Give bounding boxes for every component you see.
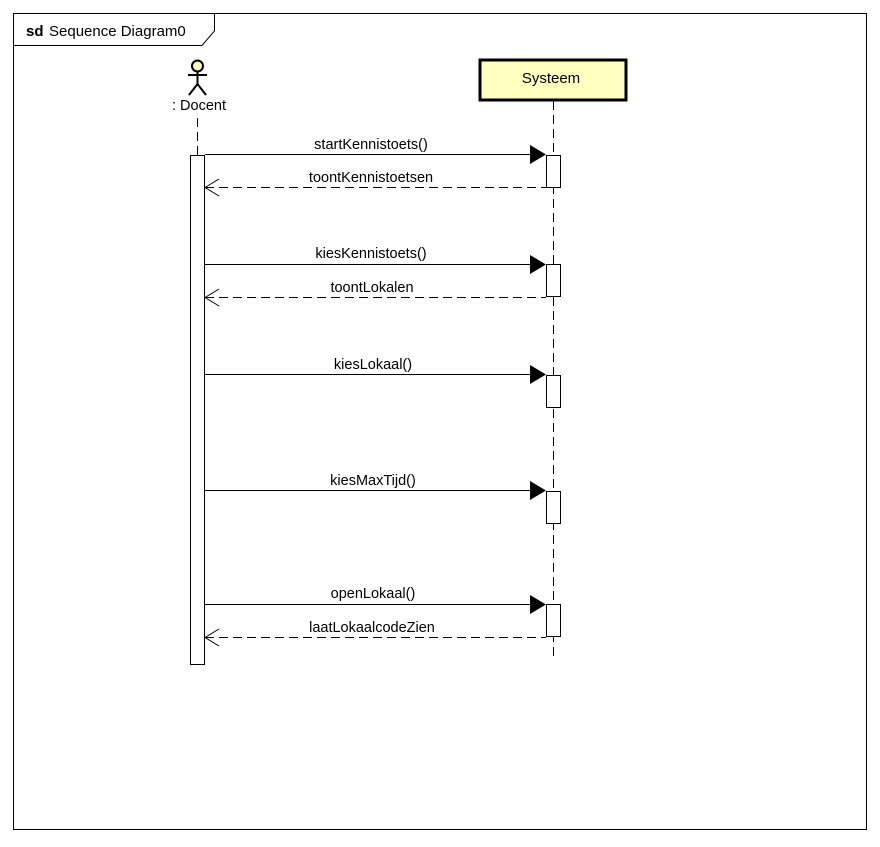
message-label: toontLokalen — [330, 280, 413, 296]
arrowhead-filled-icon — [530, 365, 546, 384]
arrowhead-open-icon — [204, 628, 220, 647]
actor-activation-bar — [190, 155, 205, 665]
message-label: kiesMaxTijd() — [330, 473, 416, 489]
stick-figure-icon — [188, 59, 207, 96]
participant-activation-bar — [546, 491, 561, 524]
message-label: laatLokaalcodeZien — [309, 620, 435, 636]
message-return: toontLokalen — [204, 280, 546, 307]
message-call: openLokaal() — [205, 586, 546, 614]
message-label: kiesKennistoets() — [315, 246, 426, 262]
diagram-frame — [13, 13, 867, 830]
message-return: toontKennistoetsen — [204, 170, 546, 197]
arrowhead-filled-icon — [530, 255, 546, 274]
message-call: kiesLokaal() — [205, 357, 546, 384]
frame-label-tab — [13, 13, 215, 46]
message-call: kiesMaxTijd() — [205, 473, 546, 500]
message-label: openLokaal() — [331, 586, 416, 602]
participant-activation-bar — [546, 375, 561, 408]
message-call: startKennistoets() — [205, 137, 546, 164]
message-label: toontKennistoetsen — [309, 170, 433, 186]
message-label: kiesLokaal() — [334, 357, 412, 373]
arrowhead-open-icon — [204, 288, 220, 307]
frame-title: Sequence Diagram0 — [49, 23, 186, 40]
participant-activation-bar — [546, 264, 561, 297]
actor-label: : Docent — [172, 98, 226, 114]
arrowhead-filled-icon — [530, 145, 546, 164]
participant-box — [478, 58, 628, 102]
message-call: kiesKennistoets() — [205, 246, 546, 274]
participant-activation-bar — [546, 604, 561, 637]
participant-label: Systeem — [522, 70, 580, 87]
arrowhead-filled-icon — [530, 595, 546, 614]
frame-keyword: sd — [26, 23, 44, 40]
arrowhead-filled-icon — [530, 481, 546, 500]
message-label: startKennistoets() — [314, 137, 428, 153]
arrowhead-open-icon — [204, 178, 220, 197]
participant-activation-bar — [546, 155, 561, 188]
message-return: laatLokaalcodeZien — [204, 620, 546, 647]
